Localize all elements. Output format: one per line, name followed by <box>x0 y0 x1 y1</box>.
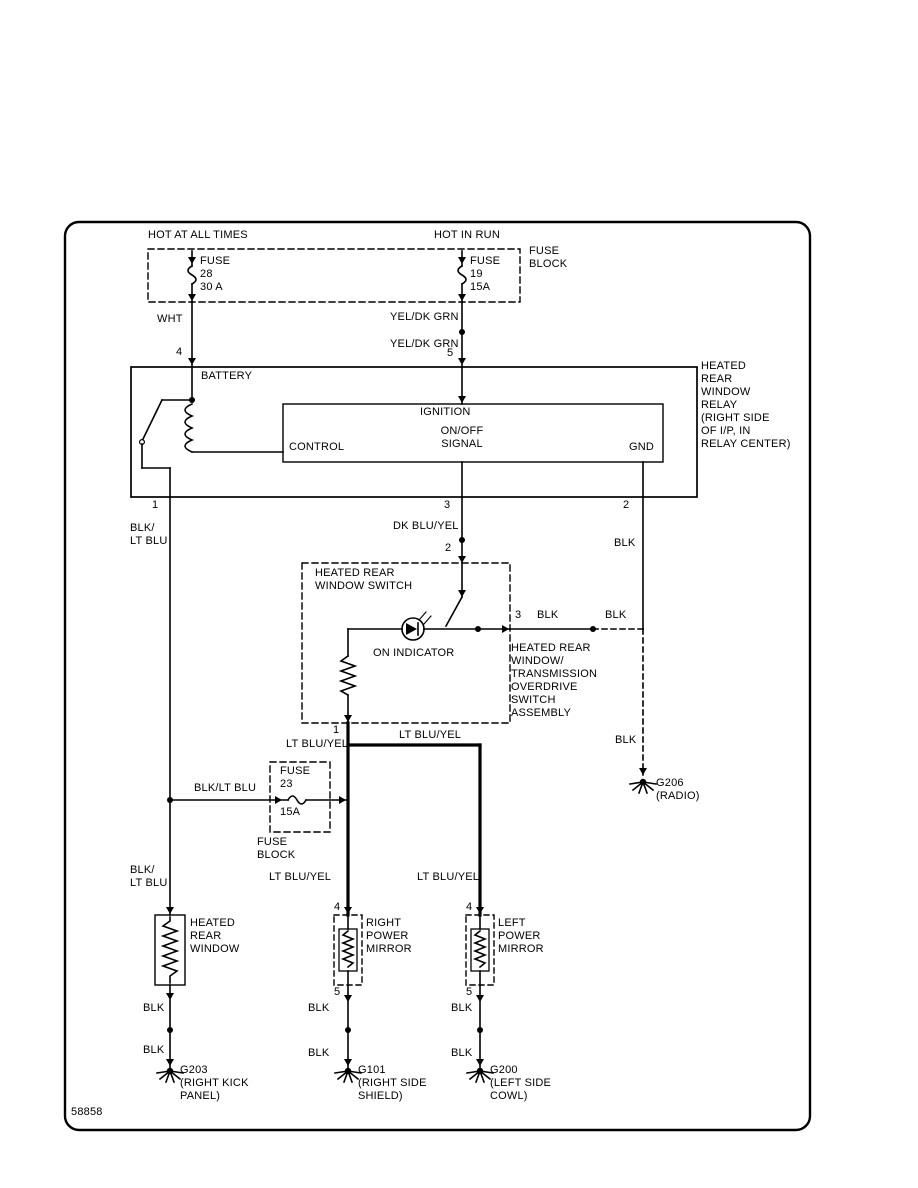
fuse-28-symbol <box>187 250 197 303</box>
switch-pin-3: 3 <box>515 609 522 621</box>
blk-lt-blu-upper-wire-label: BLK/ LT BLU <box>130 522 168 547</box>
wht-feed-wire <box>188 301 196 368</box>
fuse-block-bottom-label: FUSE BLOCK <box>257 836 296 861</box>
relay-ignition-label: IGNITION <box>420 406 471 418</box>
blk-hrw-wire-label-b: BLK <box>143 1044 165 1056</box>
ground-symbol-g206 <box>629 778 657 795</box>
fuse-19-symbol <box>457 250 467 303</box>
right-power-mirror-element <box>333 907 363 1070</box>
hot-in-run-label: HOT IN RUN <box>434 229 500 241</box>
page-border <box>63 220 812 1132</box>
wht-wire-label: WHT <box>157 313 183 325</box>
blk-switch-wire-label-b: BLK <box>605 609 627 621</box>
ground-symbol-g200 <box>466 1067 494 1084</box>
fuse-28-label: FUSE 28 30 A <box>200 255 231 293</box>
lt-blu-yel-branch-wire-label: LT BLU/YEL <box>399 729 462 741</box>
left-power-mirror-label: LEFT POWER MIRROR <box>498 917 544 955</box>
left-power-mirror-element <box>465 907 495 1070</box>
switch-assembly-label: HEATED REAR WINDOW/ TRANSMISSION OVERDRI… <box>511 642 598 719</box>
lt-blu-yel-right-mirror-wire-label: LT BLU/YEL <box>269 871 332 883</box>
fuse-19-label: FUSE 19 15A <box>470 255 501 293</box>
mirror-feed-wires <box>346 721 482 917</box>
blk-lpm-wire-label-b: BLK <box>451 1047 473 1059</box>
blk-lpm-wire-label-a: BLK <box>451 1002 473 1014</box>
fuse-23-label: FUSE 23 <box>280 765 311 790</box>
yel-dk-grn-wire-label-b: YEL/DK GRN <box>390 338 459 350</box>
blk-lt-blu-lower-wire-label: BLK/ LT BLU <box>130 864 168 889</box>
relay-control-label: CONTROL <box>289 441 345 453</box>
blk-g206-wire-label: BLK <box>615 734 637 746</box>
on-indicator-label: ON INDICATOR <box>373 647 455 659</box>
ground-g200-label: G200 (LEFT SIDE COWL) <box>490 1064 552 1102</box>
fuse-23-rating-label: 15A <box>280 806 301 818</box>
blk-lt-blu-fuse-wire-label: BLK/LT BLU <box>194 782 257 794</box>
relay-output-wires <box>167 496 644 916</box>
yel-dk-grn-wire-label-a: YEL/DK GRN <box>390 311 459 323</box>
blk-switch-wire-label-a: BLK <box>537 609 559 621</box>
relay-name-label: HEATED REAR WINDOW RELAY (RIGHT SIDE OF … <box>701 360 791 450</box>
relay-pin-3: 3 <box>444 499 451 511</box>
relay-gnd-label: GND <box>629 441 655 453</box>
switch-internal-circuit <box>338 562 511 724</box>
fuse-23-circuit <box>169 761 349 833</box>
ground-g206-label: G206 (RADIO) <box>656 777 700 802</box>
right-mirror-pin-4: 4 <box>334 901 341 913</box>
relay-battery-label: BATTERY <box>201 370 253 382</box>
lt-blu-yel-switch-wire-label: LT BLU/YEL <box>286 738 349 750</box>
lt-blu-yel-left-mirror-wire-label: LT BLU/YEL <box>417 871 480 883</box>
figure-number: 58858 <box>71 1106 103 1118</box>
ground-symbol-g203 <box>156 1067 184 1084</box>
switch-pin-1: 1 <box>333 724 340 736</box>
heated-rear-window-element <box>154 907 186 1070</box>
fuse-block-top-label: FUSE BLOCK <box>529 245 568 270</box>
relay-pin-2: 2 <box>623 499 630 511</box>
relay-pin-5: 5 <box>447 347 454 359</box>
blk-relay-gnd-wire-label: BLK <box>614 537 636 549</box>
heated-rear-window-label: HEATED REAR WINDOW <box>190 917 240 955</box>
top-fuse-block-box <box>147 248 521 303</box>
relay-internal-circuit <box>139 366 644 498</box>
dk-blu-yel-wire-label: DK BLU/YEL <box>393 520 459 532</box>
left-mirror-pin-5: 5 <box>466 986 473 998</box>
switch-ground-wire <box>509 626 647 776</box>
relay-box <box>130 366 698 498</box>
blk-hrw-wire-label-a: BLK <box>143 1002 165 1014</box>
switch-title-label: HEATED REAR WINDOW SWITCH <box>315 567 413 592</box>
ground-symbol-g101 <box>334 1067 362 1084</box>
ground-g101-label: G101 (RIGHT SIDE SHIELD) <box>358 1064 427 1102</box>
relay-pin-4: 4 <box>176 346 183 358</box>
blk-rpm-wire-label-a: BLK <box>308 1002 330 1014</box>
hot-at-all-times-label: HOT AT ALL TIMES <box>148 229 248 241</box>
right-mirror-pin-5: 5 <box>334 986 341 998</box>
switch-pin-2: 2 <box>445 542 452 554</box>
relay-pin-1: 1 <box>152 499 159 511</box>
switch-box <box>301 562 511 724</box>
yel-dk-grn-feed-wire <box>458 301 466 368</box>
blk-rpm-wire-label-b: BLK <box>308 1047 330 1059</box>
right-power-mirror-label: RIGHT POWER MIRROR <box>366 917 412 955</box>
ground-g203-label: G203 (RIGHT KICK PANEL) <box>180 1064 249 1102</box>
relay-on-off-signal-label: ON/OFF SIGNAL <box>440 425 484 450</box>
left-mirror-pin-4: 4 <box>466 901 473 913</box>
